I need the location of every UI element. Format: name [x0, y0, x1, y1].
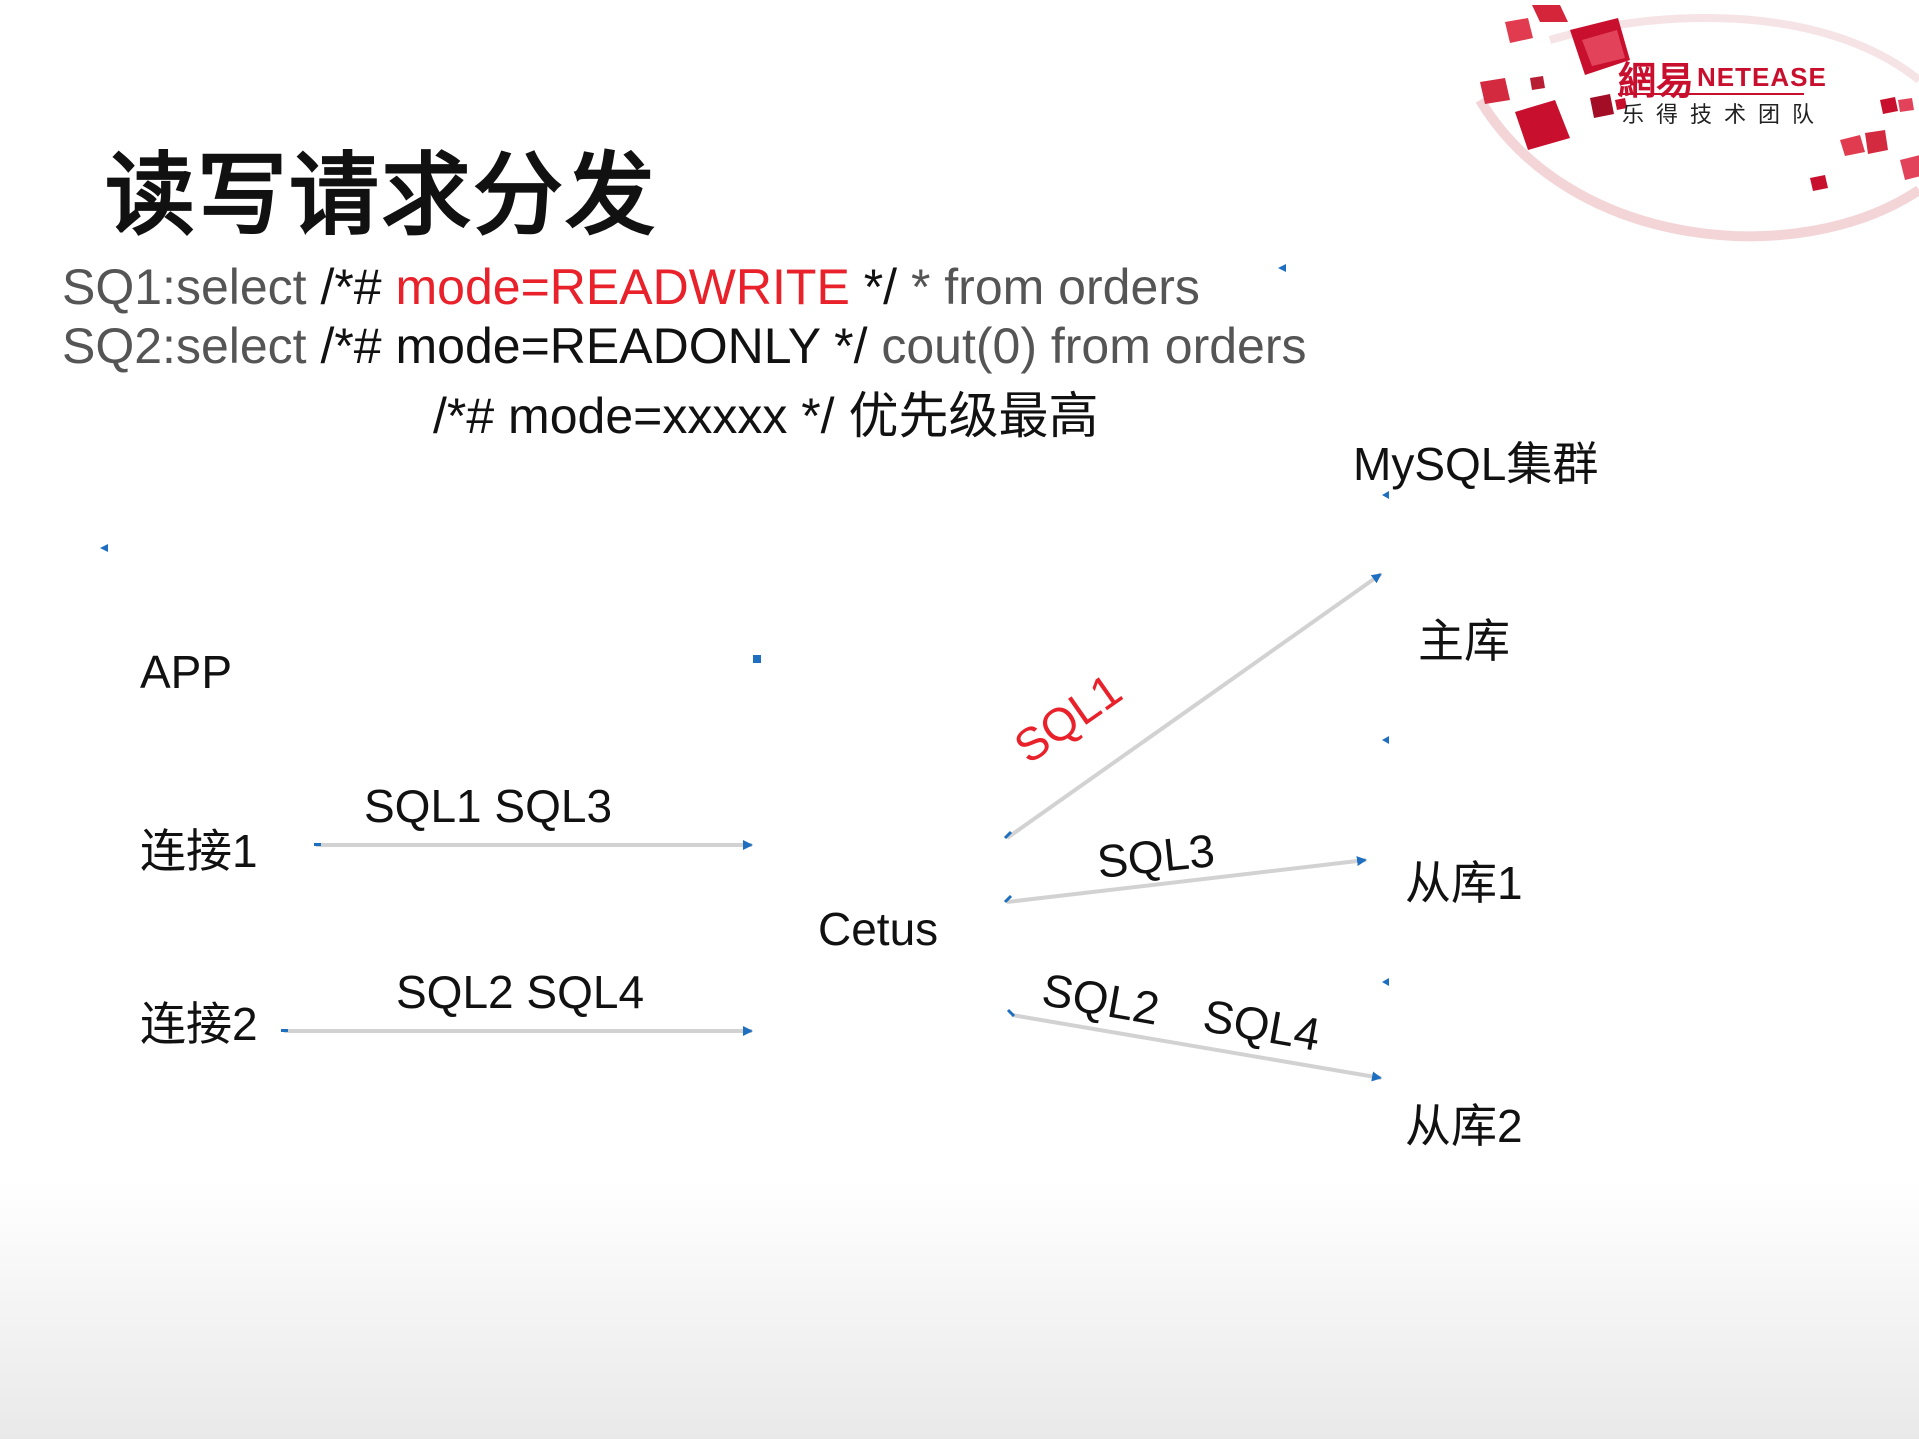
connector-dot [1382, 491, 1389, 499]
sql-rest: * from orders [910, 259, 1200, 315]
logo-en-text: NETEASE [1697, 62, 1827, 92]
cube-shape [1532, 5, 1568, 22]
node-master: 主库 [1418, 615, 1510, 667]
connector-dot [281, 1029, 288, 1032]
logo-cn-text: 網易 [1618, 61, 1695, 103]
cube-shape [1515, 100, 1570, 150]
sql-comment-open: /*# [320, 259, 396, 315]
node-cetus: Cetus [818, 903, 939, 955]
sql-prefix: SQ1:select [62, 259, 321, 315]
sql-example-2: SQ2:select /*# mode=READONLY */ cout(0) … [62, 317, 1307, 375]
connector-dot [1003, 894, 1013, 904]
node-slave-2: 从库2 [1405, 1100, 1523, 1152]
cube-shape [1900, 155, 1919, 180]
cube-shape [1582, 30, 1625, 66]
sql-hint-readonly: /*# mode=READONLY */ [320, 318, 882, 374]
edge-label-conn2: SQL2 SQL4 [396, 966, 645, 1018]
node-connection-1: 连接1 [140, 825, 258, 877]
node-connection-2: 连接2 [140, 998, 258, 1050]
page-title: 读写请求分发 [105, 146, 657, 246]
logo-decoration [1475, 5, 1919, 242]
cube-shape [1480, 78, 1510, 104]
node-app: APP [140, 646, 233, 698]
sql-rest: cout(0) from orders [881, 318, 1307, 374]
sql-comment-close: */ [849, 259, 911, 315]
connector-dot [753, 655, 761, 663]
cube-shape [1530, 76, 1545, 90]
connector-dot [1003, 830, 1013, 840]
edge-cetus-to-master [1005, 572, 1383, 840]
edge-cetus-to-slave1 [1006, 856, 1367, 904]
sql-prefix: SQ2:select [62, 318, 321, 374]
cube-shape [1898, 98, 1914, 112]
connector-dot [1278, 264, 1286, 272]
cube-shape [1880, 97, 1898, 114]
logo-subtitle: 乐得技术团队 [1622, 102, 1827, 127]
edge-cetus-to-slave2 [1011, 1013, 1382, 1082]
footer-gradient [0, 1180, 1919, 1439]
cube-shape [1840, 135, 1865, 156]
connector-dot [314, 843, 321, 846]
swoosh-shape [1475, 97, 1919, 242]
cube-shape [1615, 98, 1627, 110]
sql-example-3: /*# mode=xxxxx */ 优先级最高 [433, 376, 1098, 448]
connector-dot [1382, 736, 1389, 744]
node-slave-1: 从库1 [1405, 857, 1523, 909]
cube-shape [1505, 18, 1533, 43]
cube-shape [1865, 130, 1888, 154]
node-mysql-cluster: MySQL集群 [1353, 438, 1599, 490]
sql-mode-readwrite: mode=READWRITE [395, 259, 850, 315]
cube-shape [1590, 94, 1614, 118]
logo-divider [1618, 93, 1804, 95]
sql-priority-note: 优先级最高 [848, 388, 1099, 444]
connector-dot [100, 544, 108, 552]
sql-example-1: SQ1:select /*# mode=READWRITE */ * from … [62, 258, 1200, 316]
connector-dot [1006, 1008, 1016, 1018]
connector-dot [1382, 978, 1389, 986]
sql-hint-generic: /*# mode=xxxxx */ [433, 388, 849, 444]
cube-shape [1810, 175, 1828, 191]
edge-label-conn1: SQL1 SQL3 [364, 780, 613, 832]
